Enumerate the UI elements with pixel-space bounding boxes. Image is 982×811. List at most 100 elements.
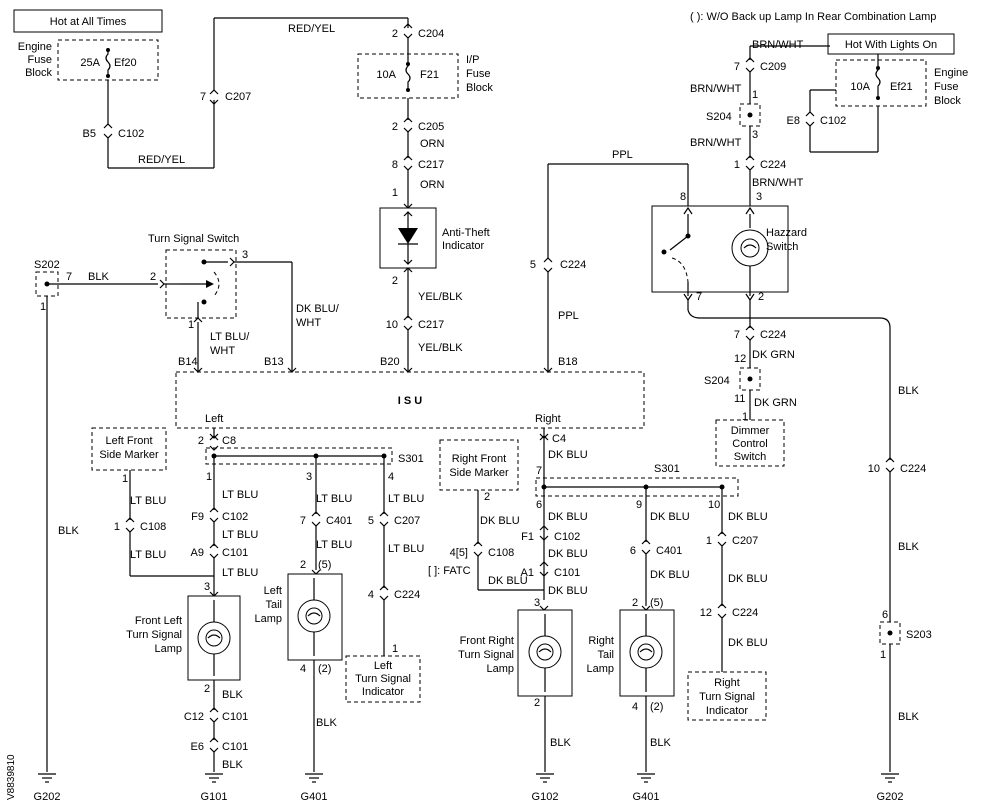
wire-dk-blu9: DK BLU bbox=[728, 511, 768, 523]
wire-blk-l3: BLK bbox=[316, 717, 337, 729]
splice-s204b: S204 bbox=[704, 375, 730, 387]
wire-blk-l2: BLK bbox=[222, 759, 243, 771]
wire-ppl1: PPL bbox=[612, 149, 633, 161]
conn-c102d: C102 bbox=[554, 531, 580, 543]
conn-c101d: C101 bbox=[222, 741, 248, 753]
rti-l2: Turn Signal bbox=[699, 691, 755, 703]
wire-blk-l1: BLK bbox=[222, 689, 243, 701]
flt-l2: Turn Signal bbox=[126, 629, 182, 641]
svg-text:9: 9 bbox=[636, 499, 642, 511]
splice-s202: S202 bbox=[34, 259, 60, 271]
engine-fuse-block-left-l2: Fuse bbox=[28, 54, 52, 66]
ground-g202b-icon bbox=[881, 773, 899, 783]
svg-text:2: 2 bbox=[758, 291, 764, 303]
wire-lt-blu1: LT BLU bbox=[130, 495, 166, 507]
fuse-ef21-label: Ef21 bbox=[890, 81, 913, 93]
ground-g101: G101 bbox=[201, 791, 228, 803]
wire-lt-blu5: LT BLU bbox=[222, 567, 258, 579]
wire-dk-blu6: DK BLU bbox=[488, 575, 528, 587]
svg-text:7: 7 bbox=[536, 465, 542, 477]
svg-text:2: 2 bbox=[534, 697, 540, 709]
svg-text:2: 2 bbox=[632, 597, 638, 609]
svg-text:7: 7 bbox=[696, 291, 702, 303]
conn-c209: C209 bbox=[760, 61, 786, 73]
svg-text:(2): (2) bbox=[318, 663, 331, 675]
dimmer-l3: Switch bbox=[734, 451, 766, 463]
ground-g101-icon bbox=[205, 773, 223, 783]
svg-text:4: 4 bbox=[368, 589, 374, 601]
svg-text:8: 8 bbox=[680, 191, 686, 203]
fuse-f21-label: F21 bbox=[420, 69, 439, 81]
wire-blk-right3: BLK bbox=[898, 711, 919, 723]
wire-lt-blu7: LT BLU bbox=[316, 539, 352, 551]
engine-fuse-block-left-l1: Engine bbox=[18, 41, 52, 53]
turn-signal-switch-label: Turn Signal Switch bbox=[148, 233, 239, 245]
conn-c8: C8 bbox=[222, 435, 236, 447]
fuse-ef21-amp: 10A bbox=[850, 81, 870, 93]
pin-c217-8: 8 bbox=[392, 159, 398, 171]
svg-text:7: 7 bbox=[66, 271, 72, 283]
wire-brn-wht4: BRN/WHT bbox=[752, 177, 804, 189]
engine-fuse-block-right-l3: Block bbox=[934, 95, 961, 107]
fuse-ef20-amp: 25A bbox=[80, 57, 100, 69]
note-label: ( ): W/O Back up Lamp In Rear Combinatio… bbox=[690, 11, 936, 23]
ground-g202a-icon bbox=[38, 773, 56, 783]
wire-dk-blu2: DK BLU bbox=[548, 511, 588, 523]
svg-text:3: 3 bbox=[204, 581, 210, 593]
fuse-f21-icon bbox=[405, 62, 411, 90]
anti-theft-l2: Indicator bbox=[442, 240, 485, 252]
svg-text:(2): (2) bbox=[650, 701, 663, 713]
ground-g202a: G202 bbox=[34, 791, 61, 803]
hazard-switch-l2: Switch bbox=[766, 241, 798, 253]
dimmer-control-switch[interactable] bbox=[715, 419, 785, 467]
conn-c102a: C102 bbox=[118, 128, 144, 140]
wire-lt-blu4: LT BLU bbox=[222, 529, 258, 541]
rtl-l3: Lamp bbox=[586, 663, 614, 675]
wire-red-yel-bottom: RED/YEL bbox=[138, 154, 185, 166]
lti-l2: Turn Signal bbox=[355, 673, 411, 685]
fuse-ef20-icon bbox=[105, 48, 111, 76]
wire-blk-s202: BLK bbox=[88, 271, 109, 283]
conn-c101c: C101 bbox=[222, 711, 248, 723]
wire-brn-wht1: BRN/WHT bbox=[752, 39, 804, 51]
svg-text:6: 6 bbox=[882, 609, 888, 621]
engine-fuse-block-left-l3: Block bbox=[25, 67, 52, 79]
pin-c205-2: 2 bbox=[392, 121, 398, 133]
pin-b18: B18 bbox=[558, 356, 578, 368]
pin-c207-7: 7 bbox=[200, 91, 206, 103]
wire-yel-blk1: YEL/BLK bbox=[418, 291, 463, 303]
svg-text:2: 2 bbox=[484, 491, 490, 503]
rfsm-l2: Side Marker bbox=[449, 467, 509, 479]
svg-text:6: 6 bbox=[630, 545, 636, 557]
svg-text:(5): (5) bbox=[318, 559, 331, 571]
svg-text:1: 1 bbox=[880, 649, 886, 661]
wire-red-yel-top: RED/YEL bbox=[288, 23, 335, 35]
conn-c102b: C102 bbox=[820, 115, 846, 127]
pin-f1: F1 bbox=[521, 531, 534, 543]
isu-label: I S U bbox=[398, 395, 423, 407]
lfsm-l2: Side Marker bbox=[99, 449, 159, 461]
wire-dk-blu5: DK BLU bbox=[480, 515, 520, 527]
svg-text:7: 7 bbox=[734, 61, 740, 73]
ltl-l2: Tail bbox=[265, 599, 282, 611]
s301b-box bbox=[535, 477, 739, 497]
isu-left-label: Left bbox=[205, 413, 223, 425]
conn-c224c: C224 bbox=[760, 329, 786, 341]
pin-f9: F9 bbox=[191, 511, 204, 523]
svg-text:10: 10 bbox=[868, 463, 880, 475]
svg-text:10: 10 bbox=[708, 499, 720, 511]
conn-c4: C4 bbox=[552, 433, 566, 445]
conn-c205: C205 bbox=[418, 121, 444, 133]
svg-text:12: 12 bbox=[700, 607, 712, 619]
engine-fuse-block-right bbox=[835, 59, 927, 107]
lti-l3: Indicator bbox=[362, 686, 405, 698]
svg-text:3: 3 bbox=[756, 191, 762, 203]
svg-text:1: 1 bbox=[734, 159, 740, 171]
svg-text:(5): (5) bbox=[650, 597, 663, 609]
rfsm-l1: Right Front bbox=[452, 453, 506, 465]
left-turn-signal-indicator bbox=[345, 655, 421, 703]
fuse-ef20-label: Ef20 bbox=[114, 57, 137, 69]
pin-a1: A1 bbox=[521, 567, 534, 579]
led-icon bbox=[398, 228, 418, 244]
